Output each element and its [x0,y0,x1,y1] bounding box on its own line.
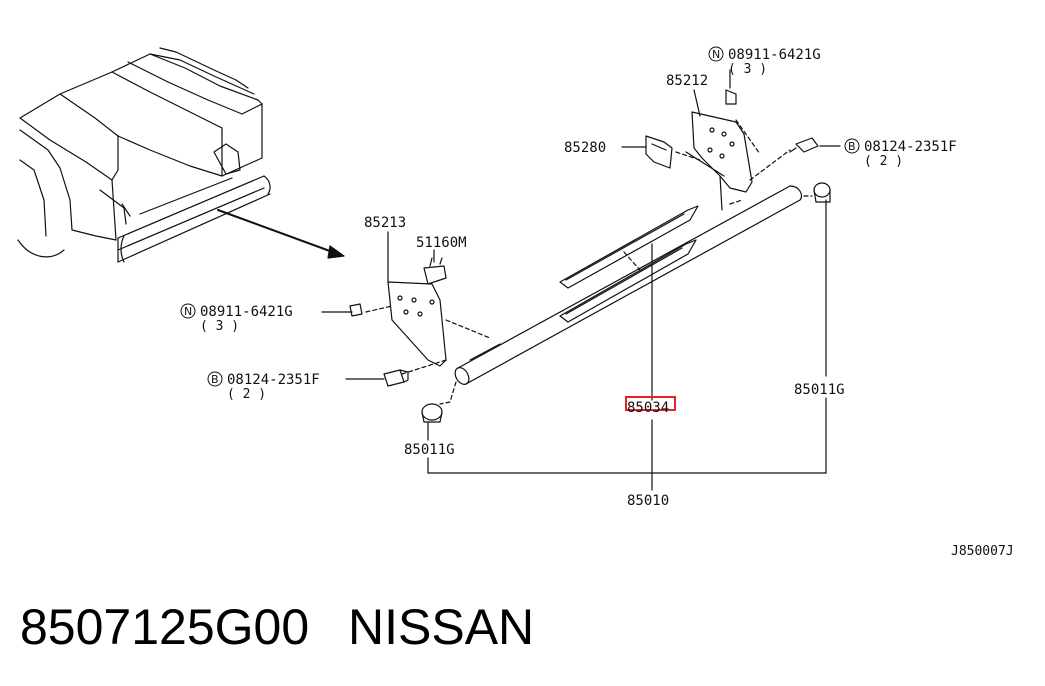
callout-bolt-right: B 08124-2351F ( 2 ) [844,138,957,169]
bolt-left-prefix: B [211,373,219,386]
b-circle-icon [207,371,223,387]
callout-nut-top: N 08911-6421G ( 3 ) [708,46,821,77]
label-85010: 85010 [627,493,669,509]
nut-left [349,303,363,317]
b-circle-icon [844,138,860,154]
side-step-tube [454,185,803,385]
label-85011g-left: 85011G [404,442,455,458]
label-85212: 85212 [666,73,708,89]
highlight-box [625,396,676,411]
bolt-right [789,137,819,153]
assembly-dashed-lines [365,119,813,405]
bracket-left [387,281,447,367]
drawing-code: J850007J [951,544,1014,559]
label-51160m: 51160M [416,235,467,251]
clip-51160m [423,257,447,285]
nut-top-qty: ( 3 ) [728,62,767,77]
bolt-right-qty: ( 2 ) [864,154,903,169]
label-85213: 85213 [364,215,406,231]
step-pad-upper [559,205,699,289]
label-85280: 85280 [564,140,606,156]
label-85011g-right: 85011G [794,382,845,398]
bracket-right [685,89,753,211]
bolt-right-code: 08124-2351F [864,139,957,155]
end-cap-right [813,182,831,203]
bolt-left-qty: ( 2 ) [227,387,266,402]
leader-lines [321,69,841,491]
callout-nut-left: N 08911-6421G ( 3 ) [180,303,293,334]
n-circle-icon [708,46,724,62]
step-pad-lower [559,239,697,323]
truck-rear-illustration [17,47,271,263]
brand-name: NISSAN [348,599,535,655]
bolt-right-prefix: B [848,140,856,153]
n-circle-icon [180,303,196,319]
direction-arrow [217,209,345,259]
nut-top-prefix: N [712,48,720,61]
nut-left-code: 08911-6421G [200,304,293,320]
bolt-left-code: 08124-2351F [227,372,320,388]
end-cap-left [421,403,443,423]
label-85034: 85034 [627,400,669,416]
bolt-left [383,369,409,387]
mounting-pad [645,135,673,169]
part-number: 8507125G00 [20,599,310,655]
nut-left-qty: ( 3 ) [200,319,239,334]
nut-left-prefix: N [184,305,192,318]
nut-top-code: 08911-6421G [728,47,821,63]
callout-bolt-left: B 08124-2351F ( 2 ) [207,371,320,402]
